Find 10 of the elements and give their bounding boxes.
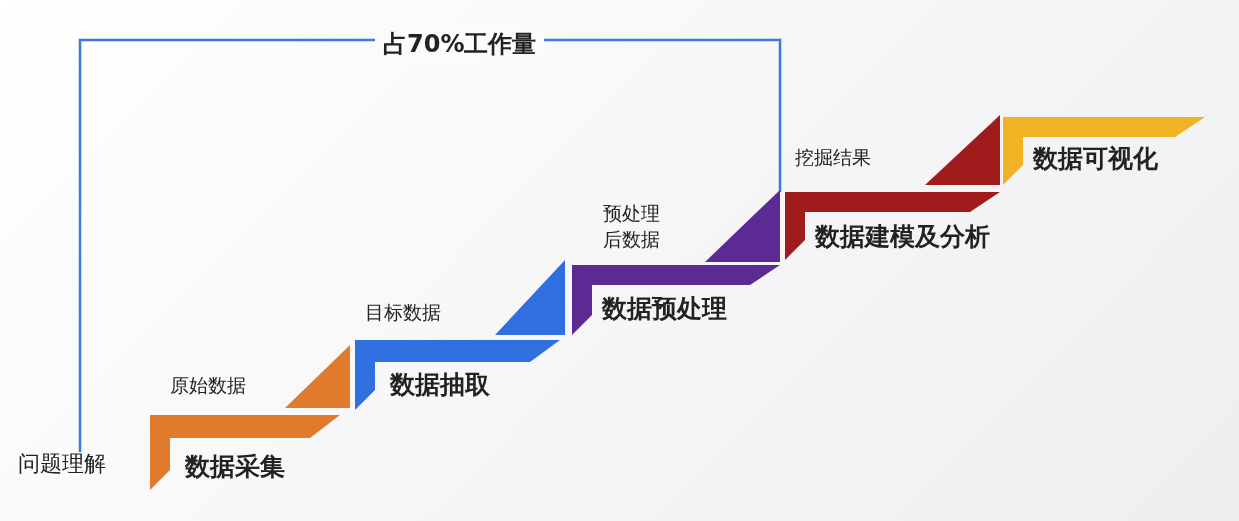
step-label: 问题理解 — [18, 450, 106, 478]
data-label: 目标数据 — [365, 300, 441, 325]
data-label: 原始数据 — [170, 373, 246, 398]
step-label: 数据采集 — [185, 451, 285, 483]
data-label: 挖掘结果 — [795, 145, 871, 170]
step-label: 数据抽取 — [390, 369, 490, 401]
step-label: 数据可视化 — [1033, 143, 1158, 175]
data-label: 预处理后数据 — [603, 201, 661, 252]
step-label: 数据建模及分析 — [815, 221, 990, 253]
step-label: 数据预处理 — [602, 293, 727, 325]
